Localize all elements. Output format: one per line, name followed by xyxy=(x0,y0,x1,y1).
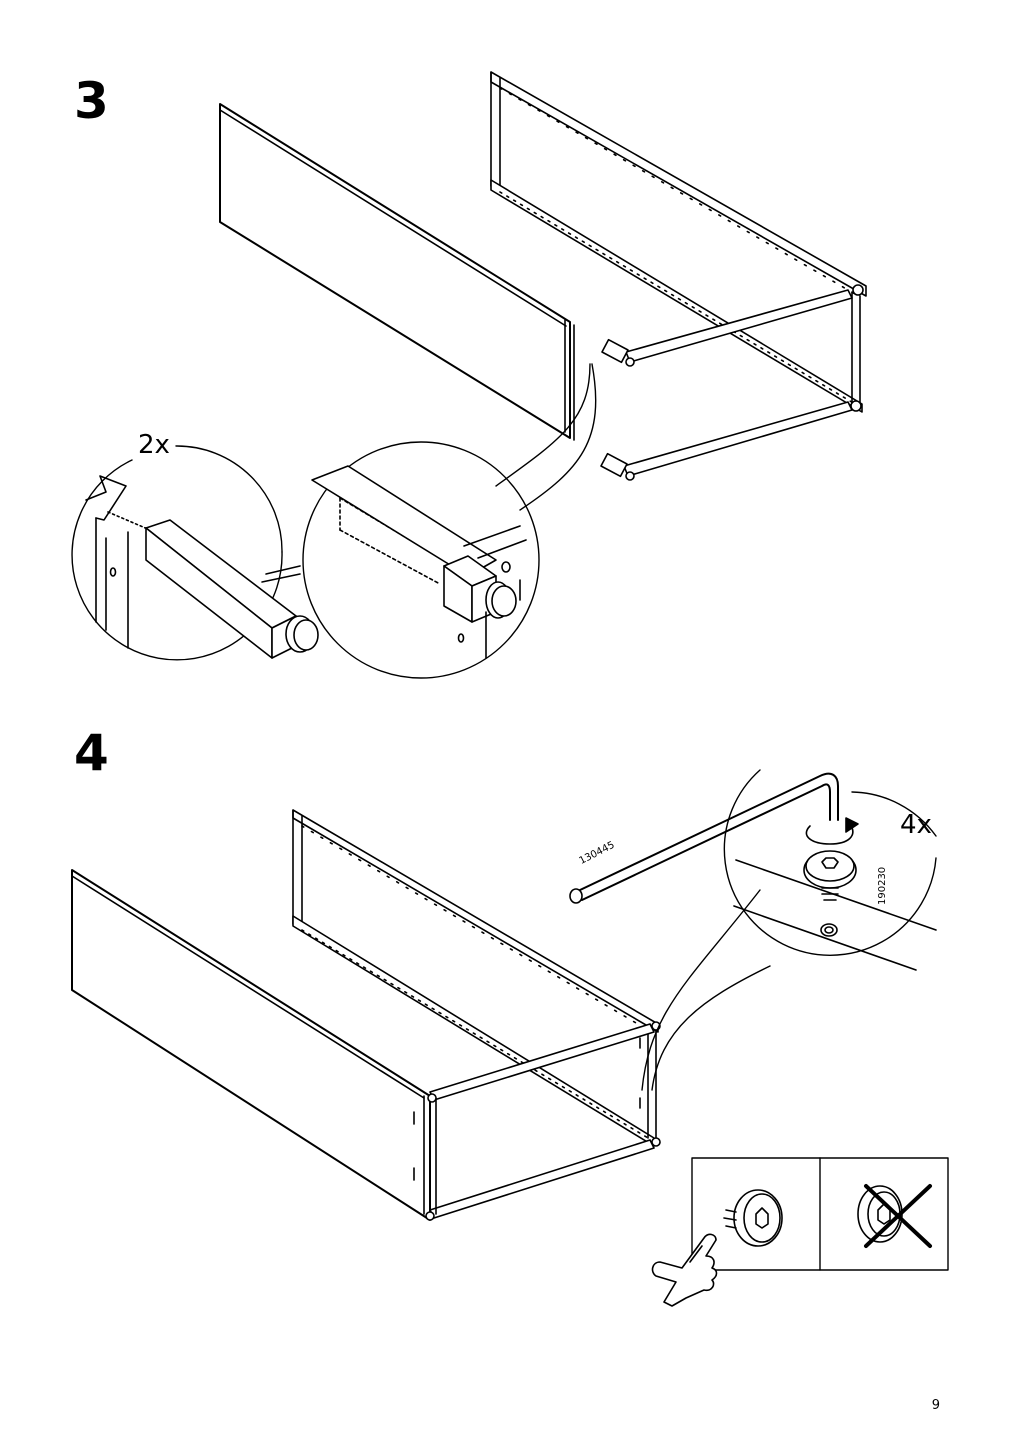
frame-illustration xyxy=(293,810,660,1220)
detail-magnifier xyxy=(72,446,318,660)
screw xyxy=(724,1190,782,1246)
detail-magnifier xyxy=(303,364,596,678)
screw-orientation-box xyxy=(692,1158,948,1270)
panel-illustration xyxy=(72,870,430,1220)
frame-illustration xyxy=(491,72,866,480)
allen-key xyxy=(570,774,838,903)
pointing-hand xyxy=(653,1234,717,1306)
panel-illustration xyxy=(220,104,574,440)
step-3-number: 3 xyxy=(74,72,109,130)
cross-mark xyxy=(858,1186,930,1246)
page-number: 9 xyxy=(931,1398,940,1413)
detail-magnifier xyxy=(642,770,936,1090)
step-3-quantity: 2x xyxy=(138,430,170,460)
step-4-number: 4 xyxy=(74,724,109,782)
